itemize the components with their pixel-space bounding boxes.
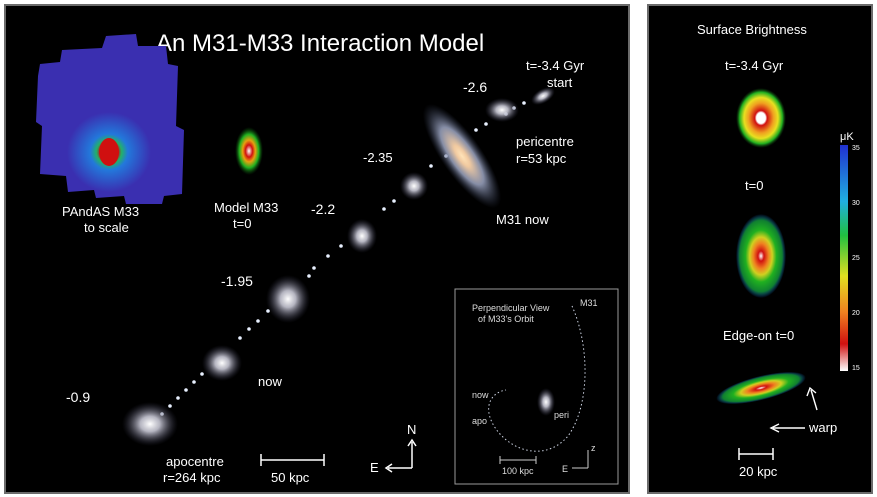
time-label-0.9: -0.9 xyxy=(66,389,90,405)
inset-apo-label: apo xyxy=(472,416,487,426)
colorbar-tick-15: 15 xyxy=(852,365,860,372)
inset-now-label: now xyxy=(472,390,489,400)
warp-arrows xyxy=(769,386,818,433)
sb-label-edge: Edge-on t=0 xyxy=(723,328,794,343)
side-scale-bar xyxy=(738,448,774,460)
inset-scale-bar xyxy=(499,450,589,469)
inset-axis-e: E xyxy=(562,464,568,474)
sb-map-start xyxy=(736,88,786,148)
galaxy-now xyxy=(202,345,242,381)
time-label-2.2: -2.2 xyxy=(311,201,335,217)
colorbar-tick-30: 30 xyxy=(852,200,860,207)
galaxy-start xyxy=(531,87,555,105)
model-m33-label: Model M33 xyxy=(214,200,278,215)
sb-map-edge-on xyxy=(716,371,806,405)
compass-arrows xyxy=(384,438,417,473)
inset-m31-label: M31 xyxy=(580,298,598,308)
inset-peri-label: peri xyxy=(554,410,569,420)
sb-map-now xyxy=(736,214,786,298)
sb-label-start: t=-3.4 Gyr xyxy=(725,58,784,73)
colorbar-tick-20: 20 xyxy=(852,310,860,317)
m31-now-label: M31 now xyxy=(496,212,549,227)
time-label-1.95: -1.95 xyxy=(221,273,253,289)
colorbar-tick-25: 25 xyxy=(852,255,860,262)
galaxy-t-2.35 xyxy=(400,172,428,200)
galaxy-t-2.2 xyxy=(347,219,377,253)
compass-east: E xyxy=(370,460,379,475)
pandas-m33-map xyxy=(36,34,184,204)
side-title: Surface Brightness xyxy=(697,22,807,37)
figure-title: An M31-M33 Interaction Model xyxy=(156,30,484,57)
time-label-2.35: -2.35 xyxy=(363,150,393,165)
apocentre-label: apocentre xyxy=(166,454,224,469)
side-scale-label: 20 kpc xyxy=(739,464,778,479)
scale-bar xyxy=(260,454,325,466)
compass-north: N xyxy=(407,422,416,437)
pericentre-radius: r=53 kpc xyxy=(516,151,567,166)
interaction-model-panel: An M31-M33 Interaction Model PAndAS M33 … xyxy=(4,4,630,494)
surface-brightness-panel: Surface Brightness t=-3.4 Gyr t=0 Edge-o… xyxy=(647,4,873,494)
galaxy-pericentre xyxy=(485,98,519,122)
model-m33-image xyxy=(235,127,263,175)
scale-label: 50 kpc xyxy=(271,470,310,485)
colorbar xyxy=(840,145,848,371)
apocentre-radius: r=264 kpc xyxy=(163,470,221,485)
inset-axis-z: z xyxy=(591,443,596,453)
model-m33-time: t=0 xyxy=(233,216,251,231)
pericentre-label: pericentre xyxy=(516,134,574,149)
galaxy-t-0.9 xyxy=(122,402,178,446)
galaxy-t-1.95 xyxy=(266,275,310,323)
start-label: start xyxy=(547,75,573,90)
sb-label-now: t=0 xyxy=(745,178,763,193)
colorbar-tick-35: 35 xyxy=(852,145,860,152)
inset-scale-label: 100 kpc xyxy=(502,466,534,476)
start-time-label: t=-3.4 Gyr xyxy=(526,58,585,73)
inset-title-1: Perpendicular View xyxy=(472,303,550,313)
now-label: now xyxy=(258,374,282,389)
pandas-label-1: PAndAS M33 xyxy=(62,204,139,219)
time-label-2.6: -2.6 xyxy=(463,79,487,95)
inset-title-2: of M33's Orbit xyxy=(478,314,534,324)
colorbar-title: μK xyxy=(840,131,854,143)
m31-galaxy xyxy=(422,103,502,209)
perpendicular-view-inset xyxy=(454,288,619,485)
warp-label: warp xyxy=(808,420,837,435)
pandas-label-2: to scale xyxy=(84,220,129,235)
